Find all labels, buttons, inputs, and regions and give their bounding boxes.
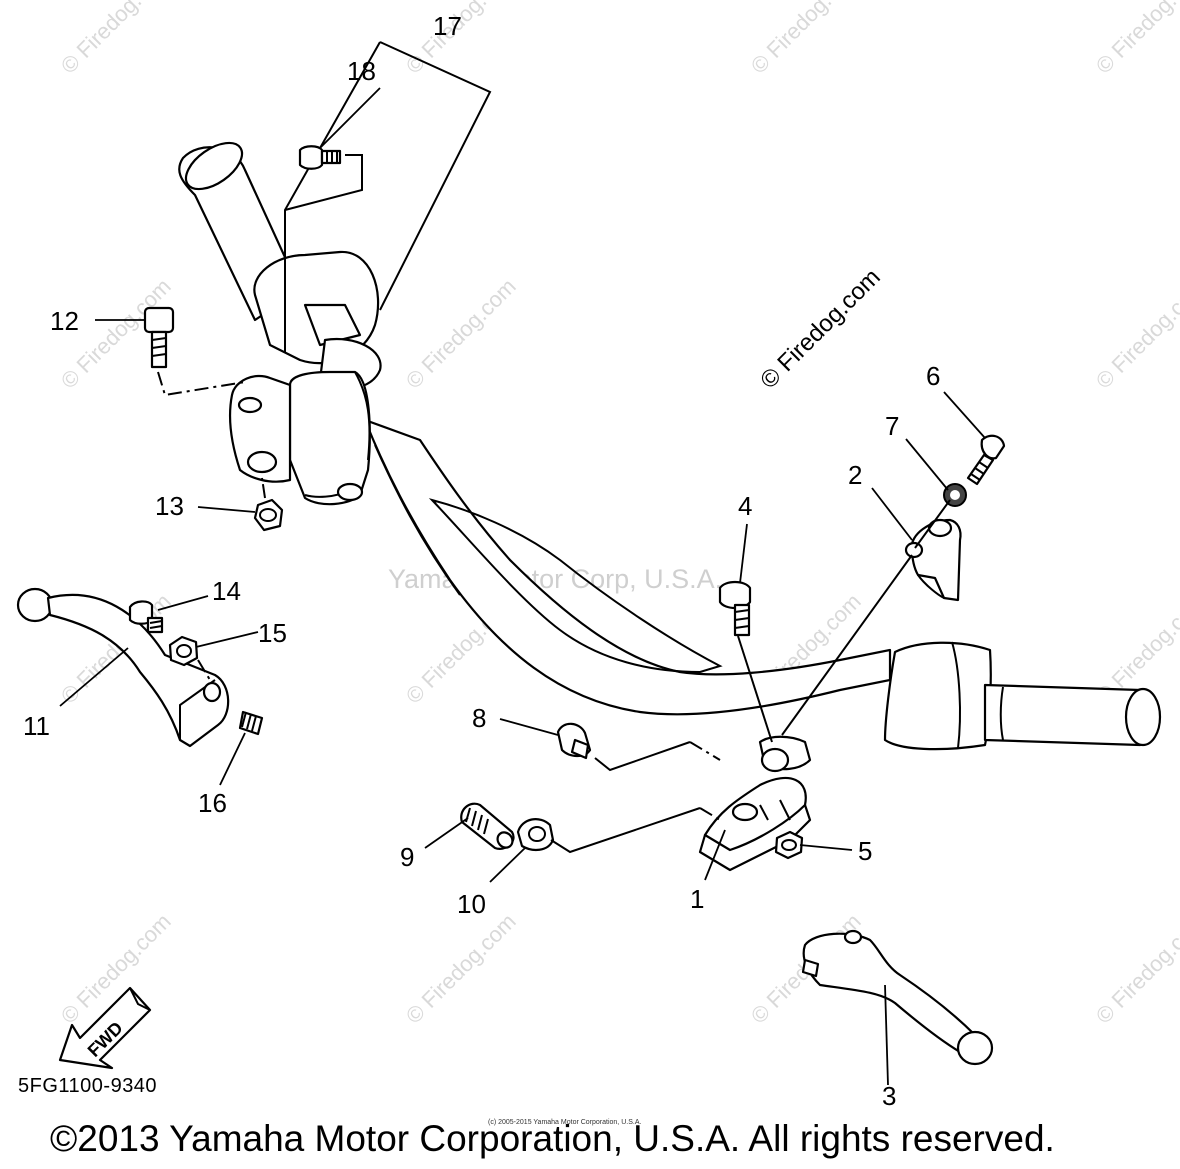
- callout-14: 14: [212, 576, 241, 606]
- center-watermark: Yamaha Motor Corp, U.S.A.: [388, 564, 722, 594]
- small-copyright: (c) 2005-2015 Yamaha Motor Corporation, …: [488, 1119, 642, 1126]
- part-8-clip: [556, 722, 592, 760]
- callout-12: 12: [50, 306, 79, 336]
- part-1-bracket: [698, 735, 812, 872]
- part-18-screw: [298, 145, 342, 170]
- callout-6: 6: [926, 361, 940, 391]
- part-6-screw: [966, 434, 1006, 486]
- callout-16: 16: [198, 788, 227, 818]
- callout-5: 5: [858, 836, 872, 866]
- diagram-code: 5FG1100-9340: [18, 1075, 158, 1097]
- diagonal-watermark: © Firedog.com: [755, 264, 886, 395]
- watermark: © Firedog.com: [1091, 0, 1180, 79]
- callout-11: 11: [23, 711, 50, 741]
- watermark: © Firedog.com: [401, 909, 521, 1029]
- part-5-nut: [774, 830, 804, 860]
- watermark: © Firedog.com: [401, 274, 521, 394]
- callout-1: 1: [690, 884, 704, 914]
- callout-9: 9: [400, 842, 414, 872]
- watermark: © Firedog.com: [56, 0, 176, 79]
- part-10-nut: [516, 818, 555, 852]
- assembly-lines: [550, 499, 951, 854]
- callout-8: 8: [472, 703, 486, 733]
- watermark: © Firedog.com: [1091, 274, 1180, 394]
- callout-17: 17: [433, 11, 462, 41]
- watermark: © Firedog.com: [1091, 909, 1180, 1029]
- part-15-nut: [168, 635, 211, 681]
- right-grip: [883, 641, 1162, 751]
- part-2-holder: [904, 518, 962, 602]
- leader-lines: [59, 87, 986, 1086]
- part-12-bolt: [143, 306, 246, 397]
- watermark: © Firedog.com: [746, 0, 866, 79]
- callout-13: 13: [155, 491, 184, 521]
- left-grip-assembly: [178, 141, 382, 506]
- part-4-bolt: [718, 580, 752, 637]
- part-14-bolt: [128, 600, 164, 634]
- part-17-bracket: [284, 41, 492, 352]
- part-9-adjuster: [460, 802, 515, 850]
- callout-15: 15: [258, 618, 287, 648]
- part-16-screw: [238, 710, 264, 736]
- callout-labels: 17 18 12 13 14 15 11 16 6 7 2 4 8 9 10 1…: [23, 11, 940, 1111]
- callout-4: 4: [738, 491, 752, 521]
- footer-copyright: ©2013 Yamaha Motor Corporation, U.S.A. A…: [50, 1118, 1055, 1159]
- callout-7: 7: [885, 411, 899, 441]
- callout-18: 18: [347, 56, 376, 86]
- callout-3: 3: [882, 1081, 896, 1111]
- part-13-nut: [253, 477, 284, 532]
- callout-2: 2: [848, 460, 862, 490]
- callout-10: 10: [457, 889, 486, 919]
- handlebar: [363, 418, 892, 716]
- part-3-lever: [801, 929, 994, 1066]
